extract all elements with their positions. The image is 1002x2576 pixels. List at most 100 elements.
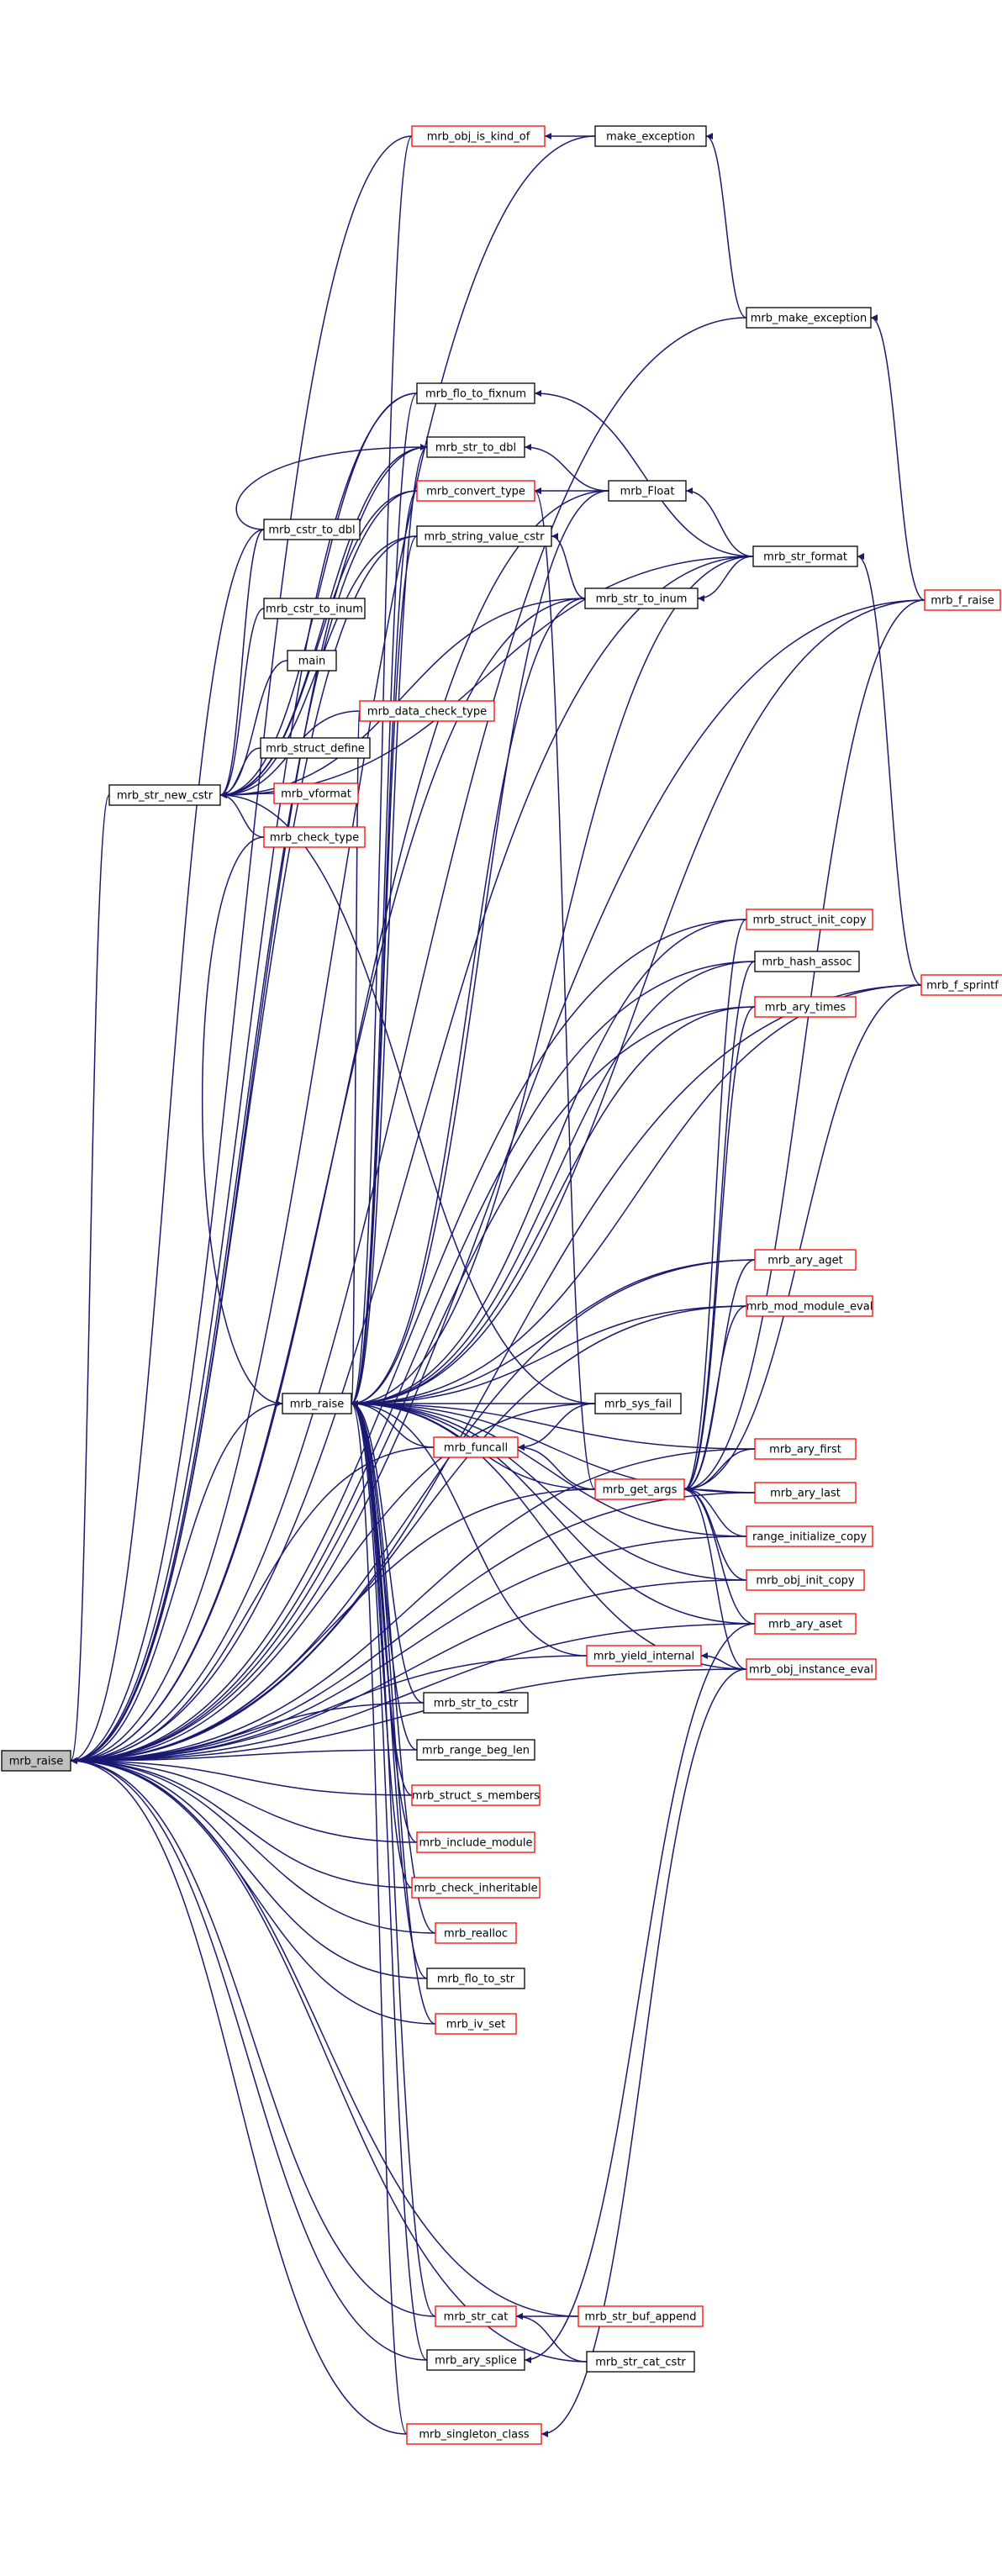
node-mrb-cstr-to-inum[interactable]: mrb_cstr_to_inum (263, 598, 366, 619)
node-mrb-string-value-cstr[interactable]: mrb_string_value_cstr (416, 525, 552, 547)
node-mrb-flo-to-str[interactable]: mrb_flo_to_str (426, 1968, 525, 1989)
node-mrb-obj-is-kind-of[interactable]: mrb_obj_is_kind_of (411, 125, 546, 147)
node-label: mrb_str_new_cstr (117, 790, 214, 803)
node-range-initialize-copy[interactable]: range_initialize_copy (746, 1525, 873, 1547)
edge-range_initialize_copy-to-mrb_raise (70, 1536, 747, 1764)
node-mrb-str-to-dbl[interactable]: mrb_str_to_dbl (426, 436, 525, 458)
edge-mrb_Float-to-mrb_raise2 (351, 490, 609, 1407)
node-mrb-ary-aset[interactable]: mrb_ary_aset (754, 1613, 857, 1635)
node-mrb-check-type[interactable]: mrb_check_type (263, 826, 366, 848)
node-mrb-ary-aget[interactable]: mrb_ary_aget (754, 1249, 857, 1271)
node-mrb-realloc[interactable]: mrb_realloc (435, 1922, 517, 1944)
node-mrb-Float[interactable]: mrb_Float (608, 480, 687, 502)
edge-mrb_make_exception-to-make_exception (705, 133, 747, 319)
node-box (920, 974, 1002, 996)
node-mrb-f-sprintf[interactable]: mrb_f_sprintf (920, 974, 1002, 996)
node-mrb-iv-set[interactable]: mrb_iv_set (435, 2013, 517, 2035)
node-box (586, 1645, 702, 1667)
node-mrb-ary-times[interactable]: mrb_ary_times (754, 996, 857, 1018)
edge-mrb_str_to_inum-to-mrb_raise (70, 598, 586, 1764)
node-mrb-flo-to-fixnum[interactable]: mrb_flo_to_fixnum (416, 382, 535, 404)
node-box (263, 826, 366, 848)
edge-line (70, 529, 265, 1764)
edge-mrb_flo_to_fixnum-to-mrb_str_new_cstr (219, 392, 418, 798)
node-mrb-obj-instance-eval[interactable]: mrb_obj_instance_eval (746, 1658, 877, 1680)
node-mrb-raise2[interactable]: mrb_raise (282, 1393, 352, 1414)
node-box (260, 737, 371, 759)
node-mrb-str-new-cstr[interactable]: mrb_str_new_cstr (108, 784, 221, 806)
node-mrb-get-args[interactable]: mrb_get_args (594, 1478, 685, 1500)
edge-mrb_mod_module_eval-to-mrb_raise (70, 1305, 747, 1764)
node-mrb-str-to-inum[interactable]: mrb_str_to_inum (584, 587, 699, 609)
node-mrb-struct-init-copy[interactable]: mrb_struct_init_copy (746, 909, 873, 930)
node-mrb-yield-internal[interactable]: mrb_yield_internal (586, 1645, 702, 1667)
edge-mrb_check_type-to-mrb_raise2 (201, 836, 283, 1407)
edge-mrb_hash_assoc-to-mrb_get_args (683, 961, 756, 1493)
node-label: mrb_ary_times (765, 1002, 846, 1014)
edge-mrb_ary_aset-to-mrb_ary_splice (524, 1623, 756, 2363)
node-mrb-convert-type[interactable]: mrb_convert_type (416, 480, 535, 502)
edge-line (534, 390, 754, 557)
node-box (282, 1393, 352, 1414)
node-mrb-range-beg-len[interactable]: mrb_range_beg_len (416, 1739, 535, 1761)
node-mrb-data-check-type[interactable]: mrb_data_check_type (359, 700, 495, 722)
edge-mrb_cstr_to_dbl-to-mrb_str_to_dbl (235, 444, 428, 530)
edge-mrb_yield_internal-to-mrb_raise (70, 1655, 588, 1764)
edge-mrb_str_format-to-mrb_raise (70, 556, 754, 1764)
node-mrb-str-to-cstr[interactable]: mrb_str_to_cstr (423, 1692, 529, 1714)
node-box (754, 1613, 857, 1635)
node-mrb-struct-s-members[interactable]: mrb_struct_s_members (411, 1784, 541, 1806)
node-mrb-hash-assoc[interactable]: mrb_hash_assoc (754, 951, 860, 972)
edge-line (219, 792, 596, 1404)
edge-line (541, 1668, 747, 2437)
node-label: mrb_str_format (763, 551, 847, 564)
edge-mrb_f_raise-to-mrb_raise2 (351, 599, 926, 1407)
edge-mrb_ary_times-to-mrb_raise2 (351, 1006, 756, 1407)
node-make-exception[interactable]: make_exception (594, 125, 707, 147)
node-mrb-mod-module-eval[interactable]: mrb_mod_module_eval (746, 1295, 873, 1317)
edge-mrb_str_format-to-mrb_str_to_inum (697, 556, 754, 602)
node-main[interactable]: main (287, 650, 337, 672)
node-mrb-f-raise[interactable]: mrb_f_raise (924, 589, 1001, 611)
node-mrb-check-inheritable[interactable]: mrb_check_inheritable (411, 1877, 541, 1899)
node-box (263, 519, 361, 540)
node-label: mrb_obj_instance_eval (749, 1664, 873, 1677)
node-box (416, 480, 535, 502)
node-mrb-singleton-class[interactable]: mrb_singleton_class (406, 2423, 542, 2445)
edge-mrb_hash_assoc-to-mrb_raise (70, 961, 756, 1764)
node-mrb-str-buf-append[interactable]: mrb_str_buf_append (577, 2305, 704, 2327)
node-mrb-funcall[interactable]: mrb_funcall (433, 1436, 519, 1458)
node-mrb-cstr-to-dbl[interactable]: mrb_cstr_to_dbl (263, 519, 361, 540)
node-box (752, 545, 858, 567)
edge-line (351, 1259, 756, 1407)
node-label: mrb_flo_to_str (437, 1973, 515, 1986)
node-mrb-obj-init-copy[interactable]: mrb_obj_init_copy (746, 1569, 865, 1591)
edge-mrb_str_to_cstr-to-mrb_raise2 (351, 1400, 425, 1704)
node-box (608, 480, 687, 502)
node-box (263, 598, 366, 619)
node-mrb-ary-splice[interactable]: mrb_ary_splice (426, 2349, 525, 2371)
edge-line (351, 961, 756, 1407)
node-mrb-struct-define[interactable]: mrb_struct_define (260, 737, 371, 759)
edge-line (351, 490, 418, 1407)
node-box (426, 2349, 525, 2371)
node-mrb-ary-last[interactable]: mrb_ary_last (754, 1482, 857, 1504)
edge-mrb_str_new_cstr-to-mrb_raise (70, 794, 110, 1764)
edge-mrb_flo_to_str-to-mrb_raise (70, 1757, 428, 1979)
node-mrb-sys-fail[interactable]: mrb_sys_fail (594, 1393, 682, 1414)
node-mrb-vformat[interactable]: mrb_vformat (273, 782, 359, 804)
edge-line (70, 919, 747, 1764)
edge-line (683, 599, 926, 1493)
node-mrb-str-cat-cstr[interactable]: mrb_str_cat_cstr (586, 2351, 695, 2373)
edge-mrb_get_args-to-mrb_funcall (517, 1444, 596, 1490)
node-mrb-str-format[interactable]: mrb_str_format (752, 545, 858, 567)
node-box (754, 951, 860, 972)
node-label: mrb_check_inheritable (414, 1883, 537, 1895)
edge-mrb_convert_type-to-mrb_raise (70, 490, 418, 1764)
node-mrb-ary-first[interactable]: mrb_ary_first (754, 1438, 857, 1460)
edge-line (70, 961, 756, 1764)
edge-mrb_range_beg_len-to-mrb_raise (70, 1749, 418, 1764)
node-mrb-include-module[interactable]: mrb_include_module (416, 1831, 535, 1853)
node-mrb-str-cat[interactable]: mrb_str_cat (435, 2305, 517, 2327)
node-mrb-make-exception[interactable]: mrb_make_exception (746, 307, 872, 329)
